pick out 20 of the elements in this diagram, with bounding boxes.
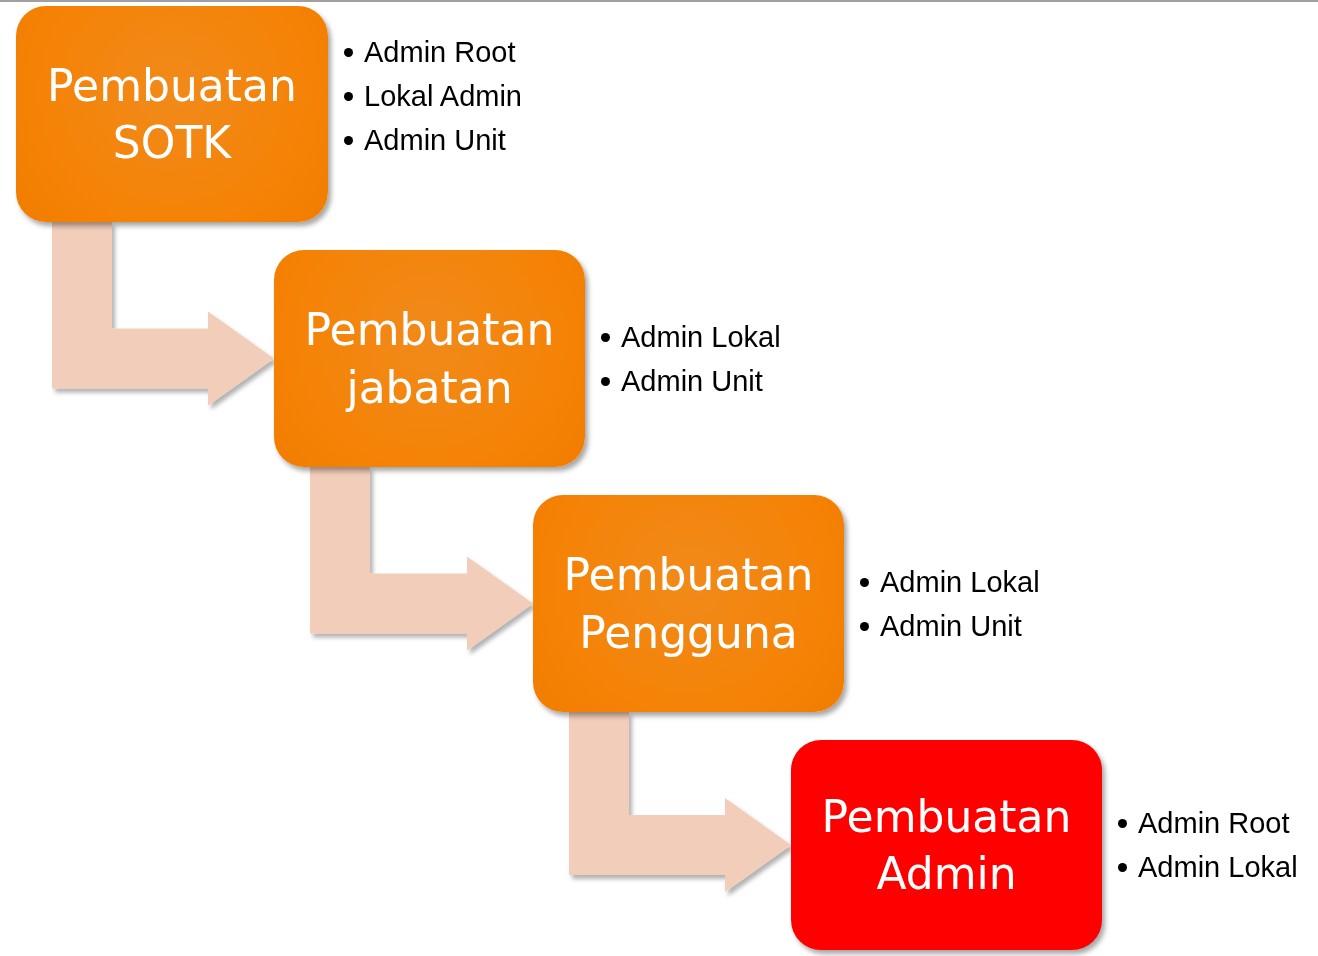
process-box	[16, 6, 328, 222]
bullet-item: Admin Unit	[599, 358, 763, 403]
bullet-item: Admin Unit	[342, 118, 506, 162]
bullet-item: Admin Lokal	[858, 559, 1040, 604]
box-label: Pembuatan Admin	[820, 789, 1073, 901]
bent-arrow	[310, 467, 533, 651]
box-label: Pembuatan SOTK	[46, 58, 298, 170]
process-box	[533, 495, 844, 712]
bullet-item: Admin Lokal	[1116, 845, 1298, 889]
process-box	[274, 250, 585, 467]
bullet-item: Admin Lokal	[599, 314, 781, 359]
box-label: Pembuatan Pengguna	[562, 548, 815, 660]
bullet-item: Admin Unit	[858, 603, 1022, 648]
bent-arrow	[52, 222, 274, 406]
bullet-item: Admin Root	[1116, 801, 1290, 845]
box-label: Pembuatan jabatan	[303, 303, 556, 415]
bullet-item: Admin Root	[342, 30, 516, 74]
bent-arrow	[569, 712, 791, 892]
bullet-item: Lokal Admin	[342, 74, 522, 118]
process-box	[791, 740, 1102, 950]
